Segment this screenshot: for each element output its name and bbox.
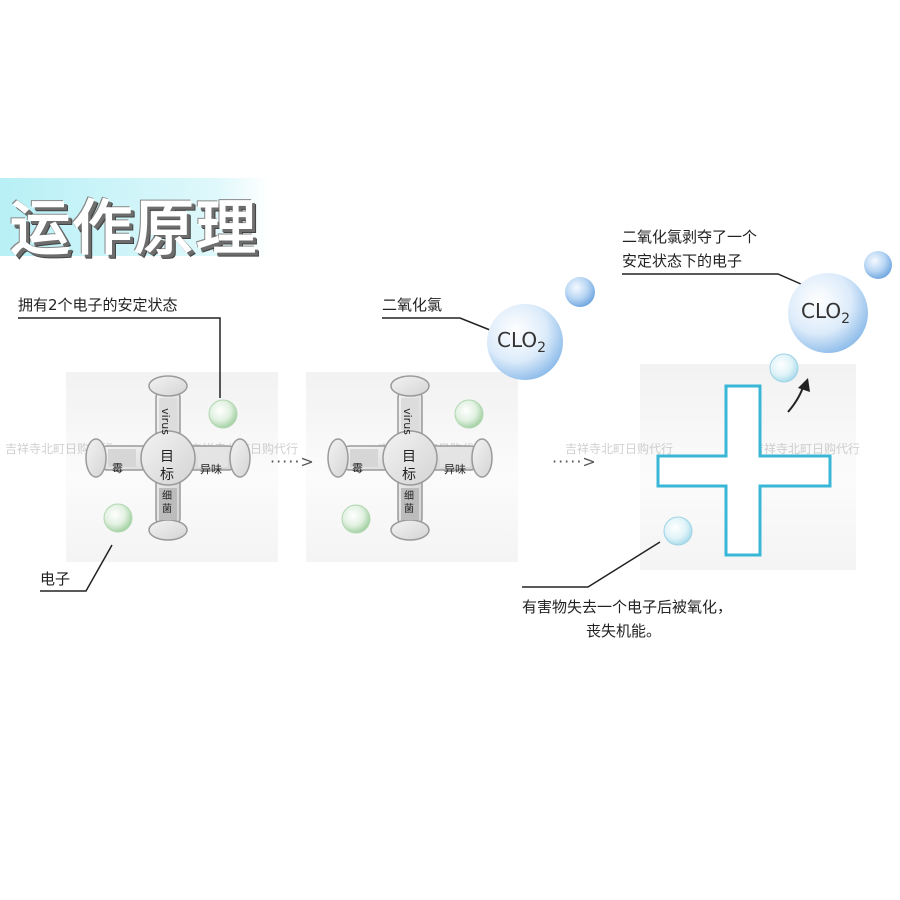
electron-2a [454,399,484,429]
clo2-formula-1: CLO2 [497,328,546,356]
leader-stable-state [18,317,221,398]
target-center-bottom-1: 标 [160,467,174,483]
leader-oxidized [522,541,661,588]
arm-right-label-1: 异味 [200,463,222,476]
clo2-formula-text-1: CLO [497,328,538,352]
clo2-formula-text-2: CLO [801,299,842,323]
label-stable-state: 拥有2个电子的安定状态 [18,296,178,314]
label-result-line2: 丧失机能。 [586,622,662,640]
arm-left-label-2: 霉 [352,462,363,475]
target-center-bottom-2: 标 [402,467,416,483]
arm-bottom-label-1: 细菌 [162,491,172,515]
leader-stolen-electron [622,273,811,289]
clo2-formula-2: CLO2 [801,299,850,327]
oxidized-target [656,384,832,557]
target-center-top-2: 目 [402,449,416,465]
electron-1b [103,503,133,533]
label-result-line1: 有害物失去一个电子后被氧化， [522,598,733,616]
arm-top-label-1: virus [158,408,172,435]
clo2-formula-sub-1: 2 [537,340,547,356]
label-steal-line2: 安定状态下的电子 [622,252,743,270]
arm-top-label-2: virus [400,408,414,435]
remaining-electron [663,516,693,546]
leader-chlorine-dioxide [382,317,491,331]
diagram-title: 运作原理 [10,194,258,264]
arm-left-label-1: 霉 [112,462,123,475]
arm-right-label-2: 异味 [444,463,466,476]
watermark-4: 吉祥寺北町日购代行 [565,442,674,456]
target-center-top-1: 目 [160,449,174,465]
label-steal-line1: 二氧化氯剥夺了一个 [622,228,758,246]
flow-arrow-1: ·····> [270,452,315,471]
steal-arrow-head [798,378,810,392]
label-chlorine-dioxide: 二氧化氯 [382,296,443,314]
label-electron: 电子 [40,570,71,588]
clo2-formula-sub-2: 2 [841,311,851,327]
clo2-bubble-1 [487,304,563,380]
arm-bottom-label-2: 细菌 [404,491,414,515]
electron-2b [341,504,371,534]
leader-electron [40,544,113,592]
electron-1a [208,399,238,429]
clo2-bubble-2 [788,273,868,353]
flow-arrow-2: ·····> [552,452,597,471]
title-band [0,178,270,256]
stolen-electron [769,353,799,383]
electron-bubble-small-1 [565,277,595,307]
electron-bubble-small-2 [864,251,892,279]
watermark-5: 吉祥寺北町日购代行 [752,442,861,456]
